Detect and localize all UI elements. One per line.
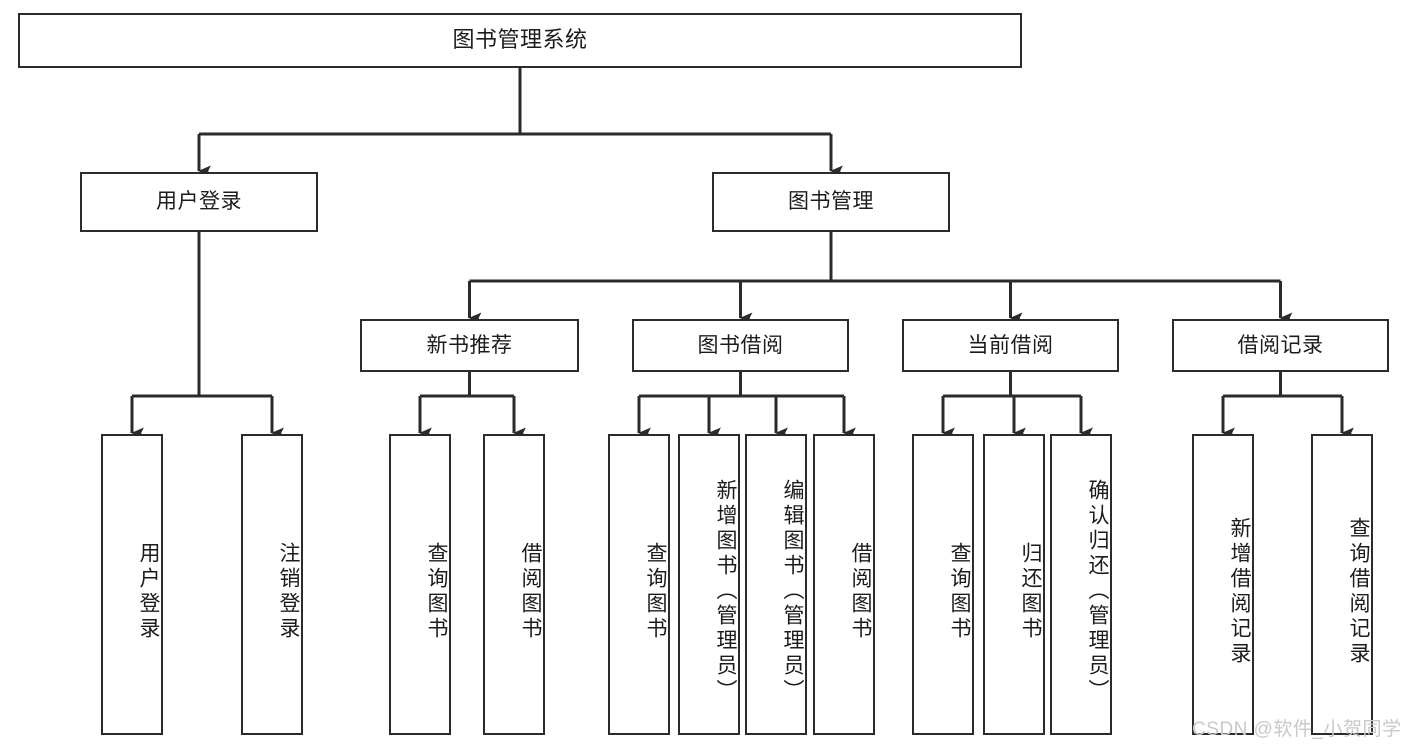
node-root: 图书管理系统 [18, 13, 1022, 68]
node-leaf_3: 借阅图书 [483, 434, 545, 735]
node-l2_1: 图书管理 [712, 172, 950, 232]
node-l2_0: 用户登录 [80, 172, 318, 232]
node-label: 新书推荐 [426, 333, 513, 357]
node-label: 借阅记录 [1237, 333, 1324, 357]
csdn-watermark: CSDN @软件_小贺同学 [1192, 719, 1402, 740]
node-leaf_0: 用户登录 [101, 434, 163, 735]
node-label: 新增图书（管理员） [714, 479, 737, 704]
node-label: 查询图书 [948, 541, 971, 642]
node-leaf_11: 新增借阅记录 [1192, 434, 1254, 735]
node-leaf_4: 查询图书 [608, 434, 670, 735]
node-label: 编辑图书（管理员） [781, 479, 804, 704]
node-l3_2: 当前借阅 [902, 319, 1119, 372]
node-label: 新增借阅记录 [1228, 516, 1251, 667]
node-leaf_9: 归还图书 [983, 434, 1045, 735]
node-l3_0: 新书推荐 [360, 319, 579, 372]
node-leaf_12: 查询借阅记录 [1311, 434, 1373, 735]
node-label: 用户登录 [156, 190, 242, 214]
node-leaf_8: 查询图书 [912, 434, 974, 735]
node-leaf_7: 借阅图书 [813, 434, 875, 735]
node-label: 当前借阅 [967, 333, 1054, 357]
node-label: 查询借阅记录 [1347, 516, 1370, 667]
node-label: 图书管理系统 [452, 27, 588, 53]
node-label: 确认归还（管理员） [1086, 479, 1109, 704]
node-leaf_10: 确认归还（管理员） [1050, 434, 1112, 735]
node-label: 注销登录 [277, 541, 300, 642]
node-label: 借阅图书 [519, 541, 542, 642]
node-label: 借阅图书 [849, 541, 872, 642]
node-label: 用户登录 [137, 541, 160, 642]
node-l3_3: 借阅记录 [1172, 319, 1389, 372]
node-label: 归还图书 [1019, 541, 1042, 642]
node-label: 图书管理 [788, 190, 874, 214]
node-label: 查询图书 [425, 541, 448, 642]
node-label: 图书借阅 [697, 333, 784, 357]
node-leaf_1: 注销登录 [241, 434, 303, 735]
node-leaf_2: 查询图书 [389, 434, 451, 735]
node-leaf_5: 新增图书（管理员） [678, 434, 740, 735]
node-label: 查询图书 [644, 541, 667, 642]
node-l3_1: 图书借阅 [632, 319, 849, 372]
node-leaf_6: 编辑图书（管理员） [745, 434, 807, 735]
